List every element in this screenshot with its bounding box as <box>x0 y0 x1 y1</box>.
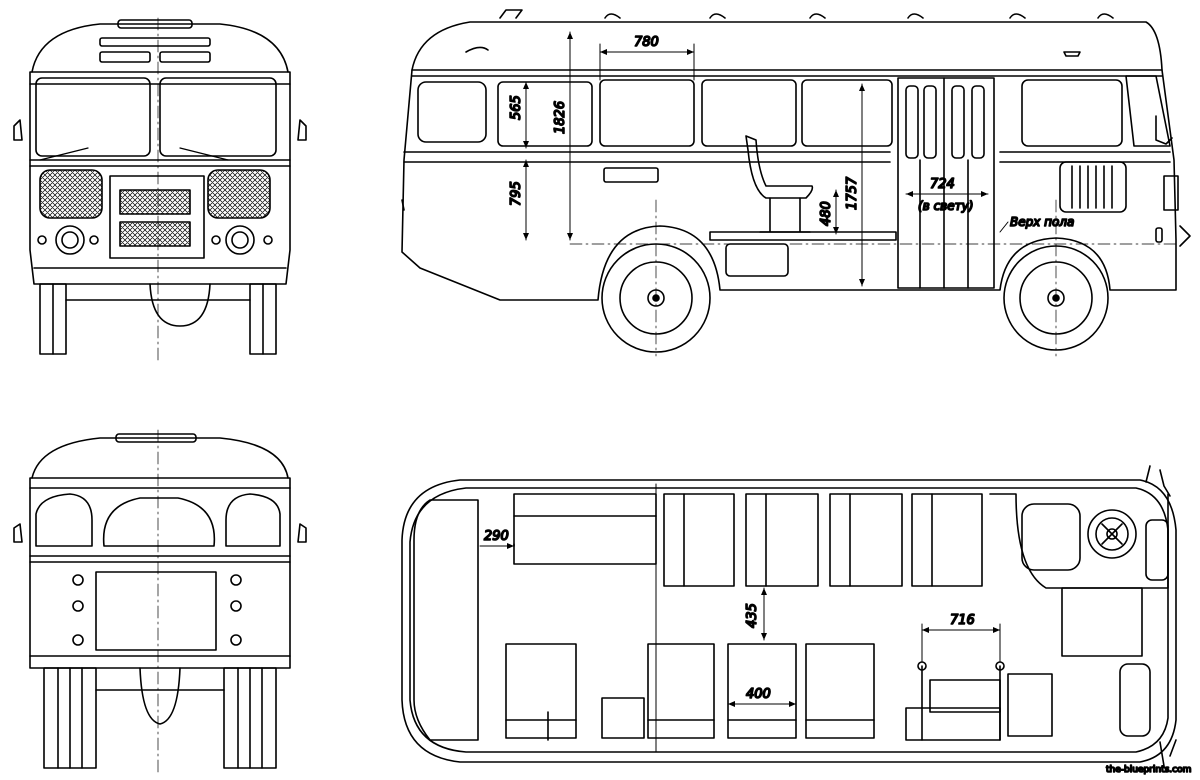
dim-door-note: (в свету) <box>918 199 973 213</box>
floor-level-label: Верх пола <box>1010 215 1074 229</box>
rear-window-center <box>102 497 216 547</box>
plan-outline <box>401 479 1177 763</box>
left-seats <box>663 493 983 587</box>
rear-body <box>29 477 291 669</box>
cab-window <box>1125 75 1171 147</box>
plan-view: 290 435 716 400 <box>401 465 1177 767</box>
dim-door-width: 724 <box>930 177 955 192</box>
side-window-5 <box>801 79 893 147</box>
radiator-grille-lower <box>119 221 191 247</box>
windshield-right <box>159 77 277 157</box>
side-dimension-lines <box>523 31 1009 287</box>
passenger-seat <box>745 135 814 199</box>
side-door <box>897 77 995 289</box>
rear-roof <box>31 437 289 479</box>
rear-engine-hatch <box>95 571 217 651</box>
rear-bench <box>513 493 657 565</box>
dim-door-opening: 716 <box>950 613 975 628</box>
engine-vent <box>1059 161 1127 213</box>
right-seats <box>505 643 875 741</box>
side-view: 780 565 1826 795 480 1757 724 (в свету) … <box>401 9 1191 357</box>
side-window-2 <box>497 81 593 147</box>
dim-interior-height: 1826 <box>553 101 568 134</box>
dim-aisle-width: 435 <box>745 603 760 628</box>
side-window-4 <box>701 79 797 147</box>
radiator-grille-upper <box>119 189 191 215</box>
dim-seat-pitch: 400 <box>746 687 771 702</box>
plan-dimension-lines <box>479 543 1001 707</box>
front-roof <box>31 23 289 73</box>
rear-window-right <box>225 493 281 547</box>
dim-seat-height: 480 <box>819 201 834 226</box>
dim-rear-seat-depth: 290 <box>484 529 509 544</box>
rear-view <box>13 429 307 773</box>
windshield-left <box>35 77 151 157</box>
headlight-grille-right <box>207 169 271 219</box>
dim-window-pitch: 780 <box>634 35 659 50</box>
front-body <box>29 71 291 285</box>
side-window-3 <box>599 79 695 147</box>
driver-cab <box>989 493 1169 589</box>
side-roof <box>411 21 1163 71</box>
dim-floor-height: 1757 <box>845 176 860 210</box>
side-window-6 <box>1021 79 1123 147</box>
driver-seat <box>1021 503 1081 571</box>
headlight-grille-left <box>39 169 103 219</box>
rear-window-left <box>35 493 93 547</box>
dim-sill-height: 795 <box>509 181 524 206</box>
dim-window-height: 565 <box>509 95 524 120</box>
watermark: the-blueprints.com <box>1106 765 1191 775</box>
front-view <box>13 17 307 361</box>
side-body <box>401 69 1177 301</box>
steering-wheel <box>1087 509 1137 559</box>
side-window-1 <box>417 81 487 143</box>
